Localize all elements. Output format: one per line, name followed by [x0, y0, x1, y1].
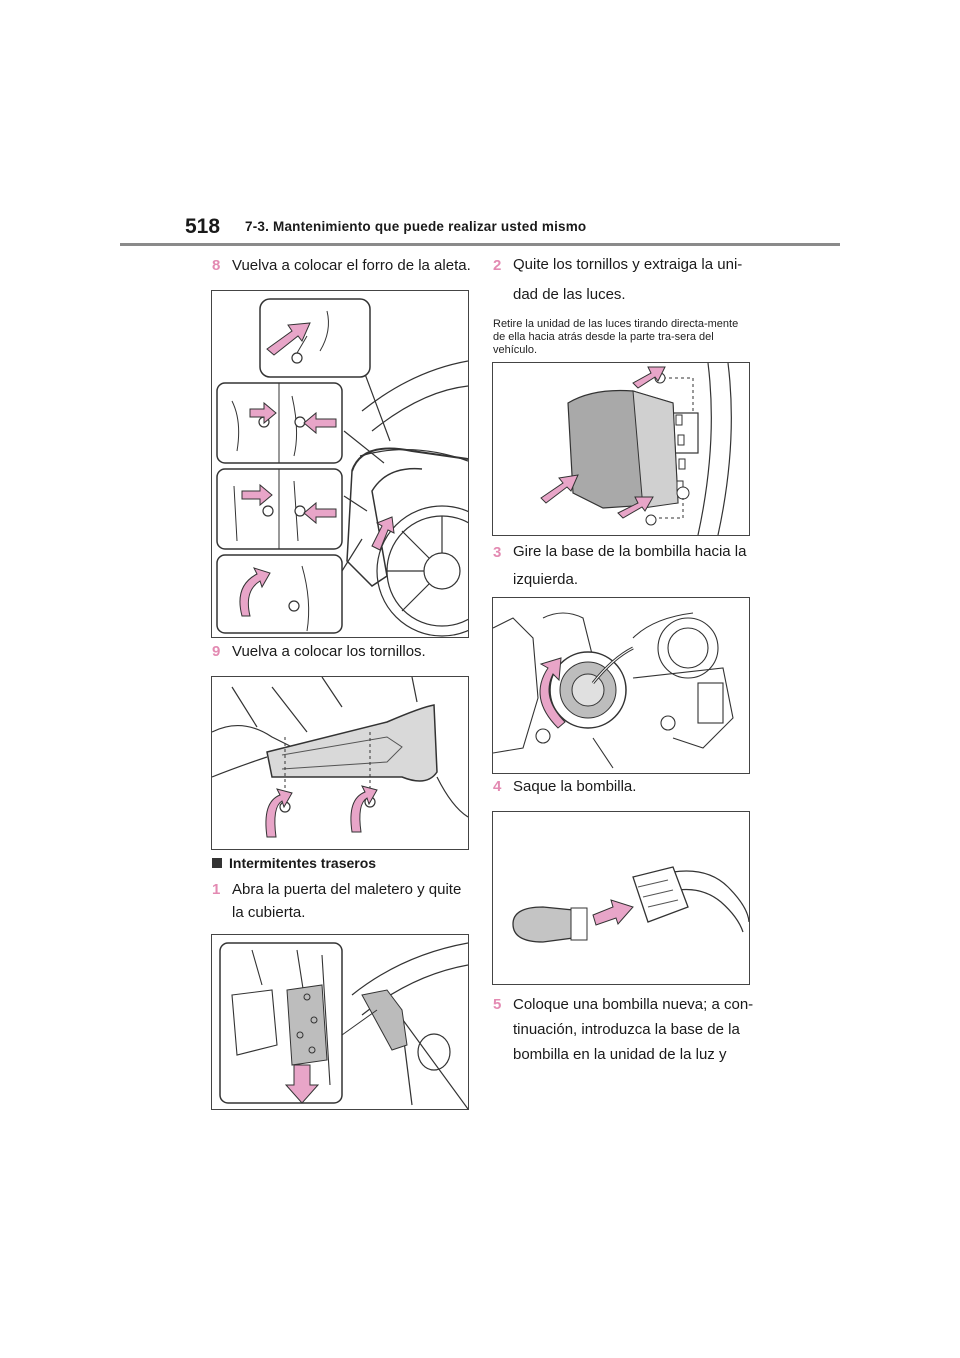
step-number: 3 [493, 544, 502, 561]
step-9: 9 Vuelva a colocar los tornillos. [212, 640, 472, 663]
step-3: 3 Gire la base de la bombilla hacia la i… [493, 541, 753, 594]
figure-fender-liner [211, 290, 469, 638]
step-8: 8 Vuelva a colocar el forro de la aleta. [212, 254, 472, 277]
step-number: 4 [493, 778, 502, 795]
figure-screws [211, 676, 469, 850]
step-number: 8 [212, 257, 221, 274]
step-number: 5 [493, 996, 502, 1013]
figure-light-unit [492, 362, 750, 536]
figure-trunk-cover [211, 934, 469, 1110]
step-text: Vuelva a colocar los tornillos. [232, 643, 426, 660]
page-number: 518 [185, 215, 221, 238]
step-text: Coloque una bombilla nueva; a con-tinuac… [513, 996, 754, 1063]
step-text: Quite los tornillos y extraiga la uni-da… [513, 256, 743, 303]
step-text: Gire la base de la bombilla hacia la izq… [513, 543, 747, 588]
section-title: 7-3. Mantenimiento que puede realizar us… [245, 219, 587, 234]
step-1: 1 Abra la puerta del maletero y quite la… [212, 878, 477, 924]
figure-bulb-removal [492, 811, 750, 985]
step-number: 1 [212, 881, 221, 898]
step-number: 9 [212, 643, 221, 660]
step-text: Abra la puerta del maletero y quite la c… [232, 881, 462, 921]
step-5: 5 Coloque una bombilla nueva; a con-tinu… [493, 993, 758, 1067]
step-text: Saque la bombilla. [513, 778, 637, 795]
step-2: 2 Quite los tornillos y extraiga la uni-… [493, 254, 753, 310]
header-divider [120, 243, 840, 246]
subheading-text: Intermitentes traseros [229, 855, 377, 871]
figure-bulb-socket [492, 597, 750, 774]
step-4: 4 Saque la bombilla. [493, 775, 753, 798]
step-2-note: Retire la unidad de las luces tirando di… [493, 318, 739, 356]
step-number: 2 [493, 257, 502, 274]
subheading: Intermitentes traseros [212, 855, 376, 871]
square-bullet-icon [212, 858, 222, 868]
step-text: Vuelva a colocar el forro de la aleta. [232, 257, 471, 274]
